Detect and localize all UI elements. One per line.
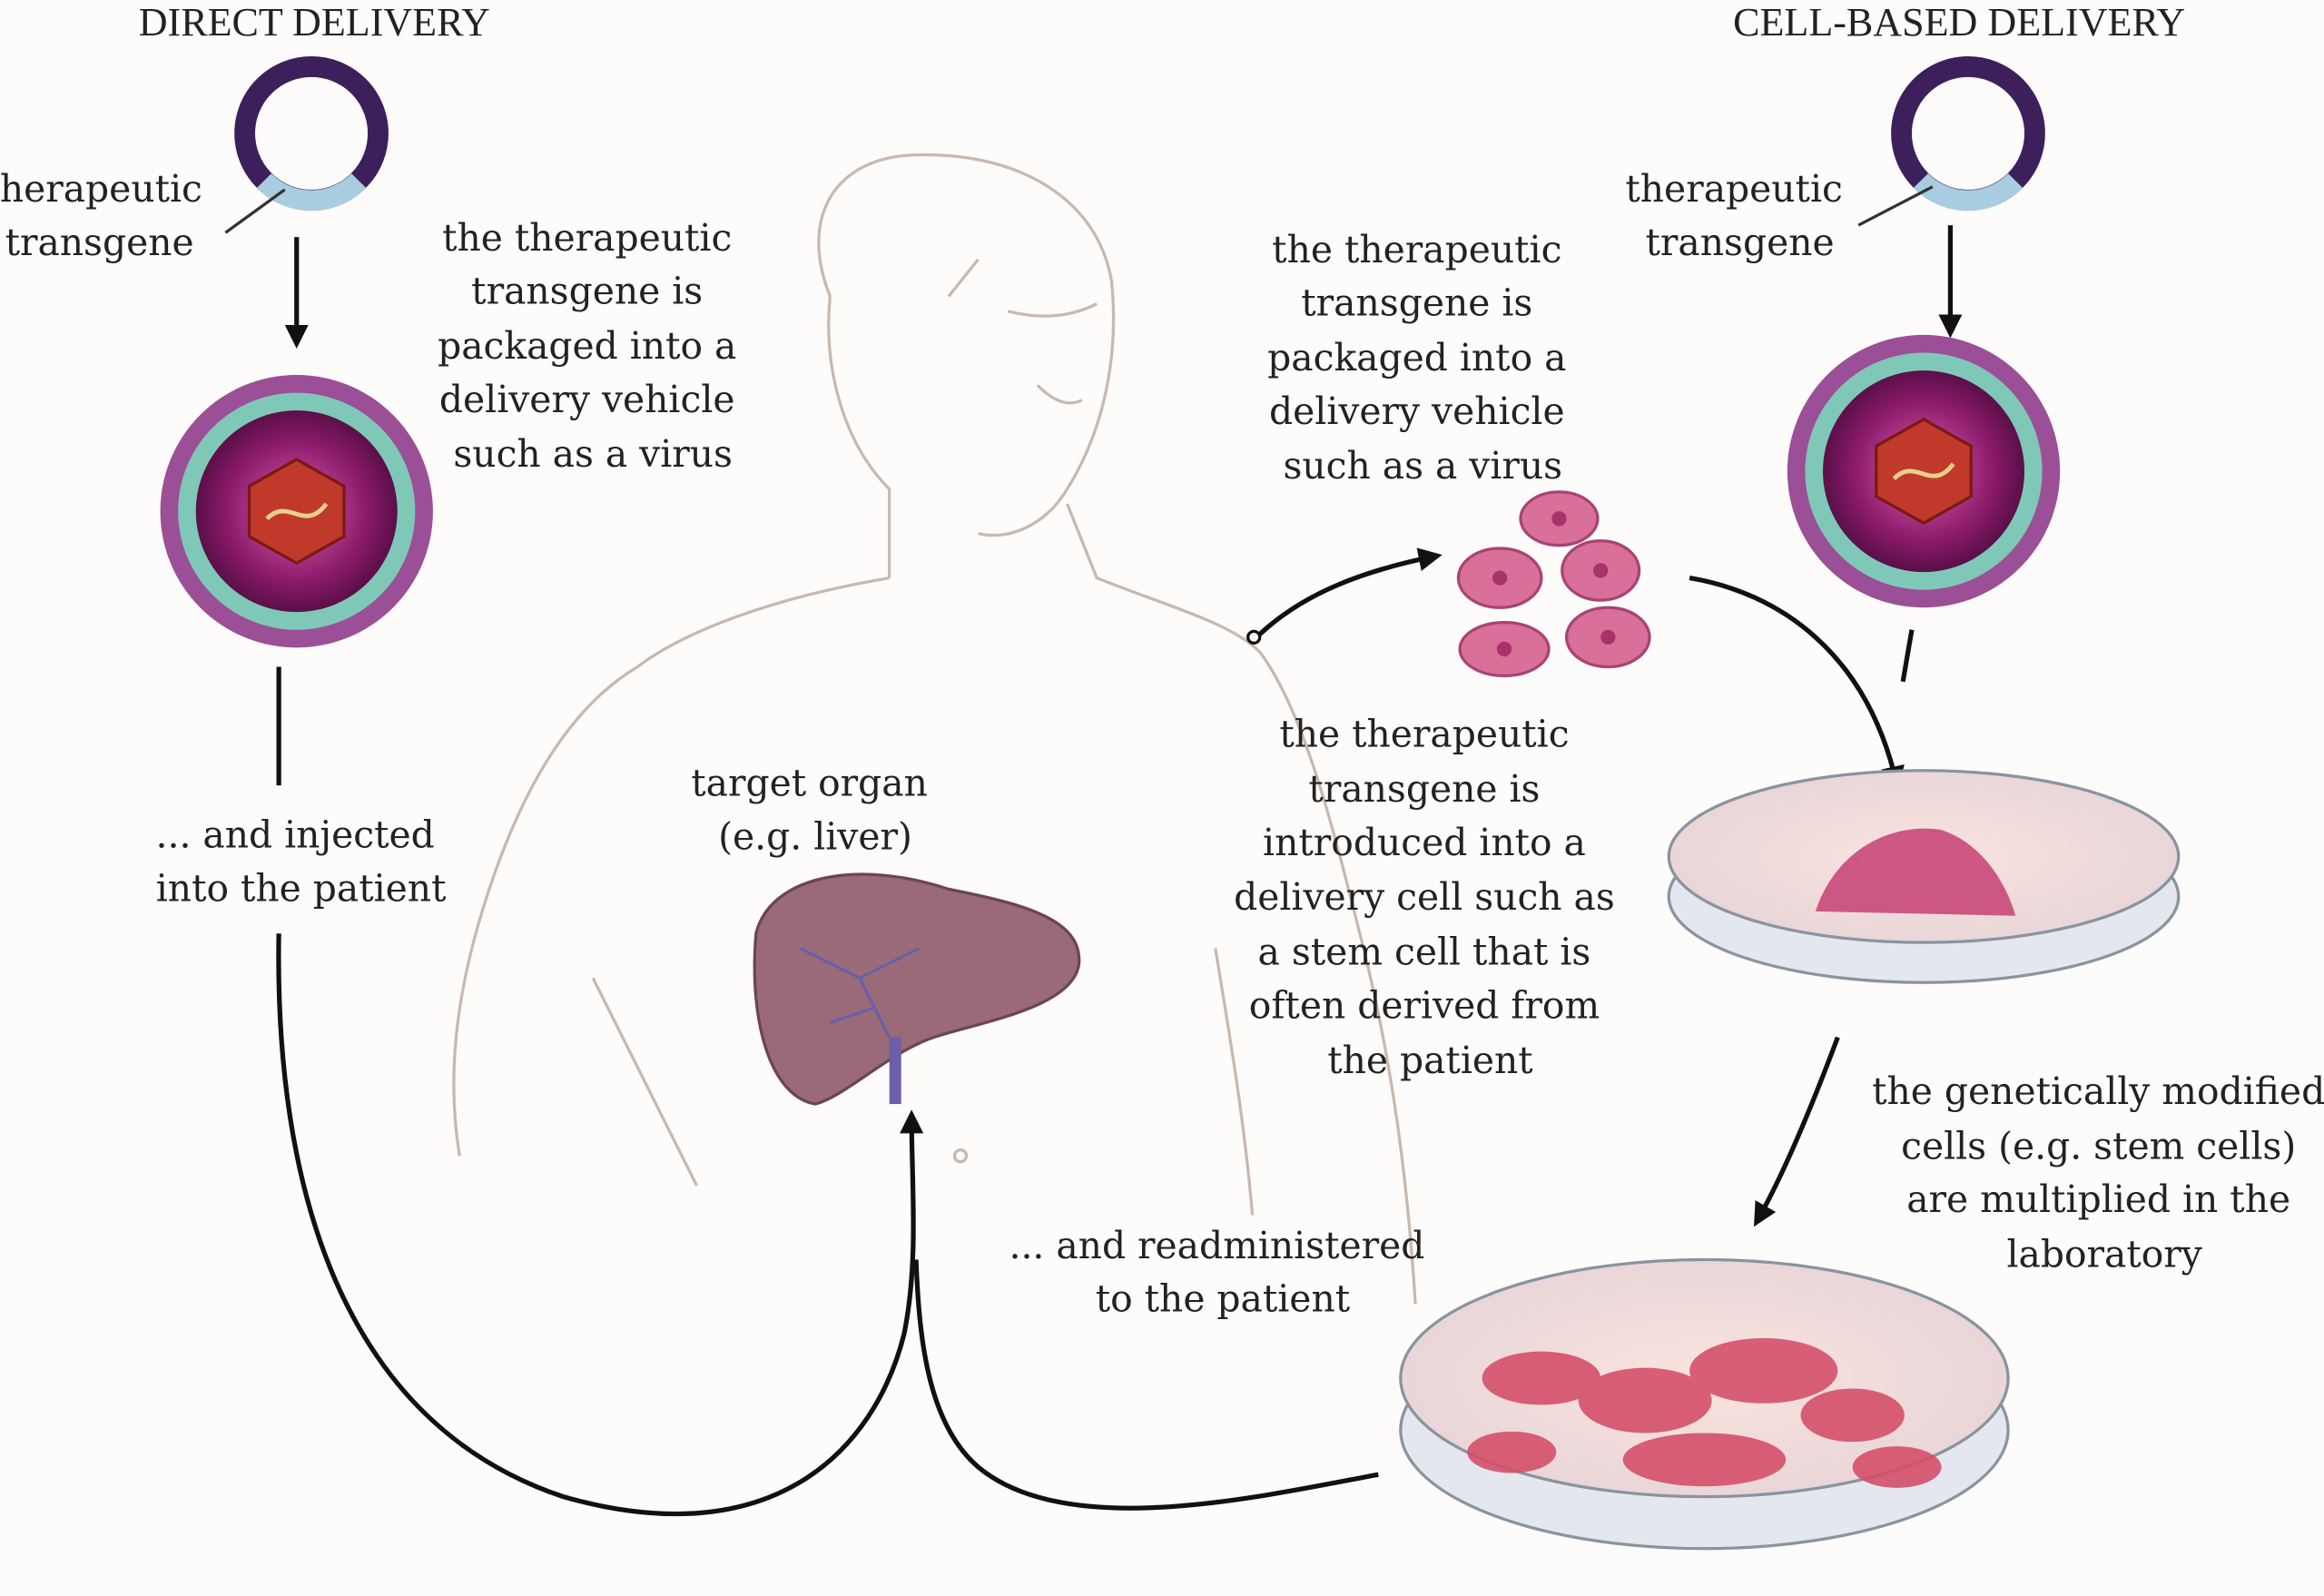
label-injected: ... and injected into the patient — [156, 813, 448, 911]
navel — [952, 1148, 969, 1164]
stem-cells-icon — [1456, 490, 1651, 677]
liver-illustration — [753, 872, 1081, 1106]
transgene-pointer-right — [1857, 185, 1934, 227]
arrow-harvest-cells — [1257, 547, 1443, 636]
label-transgene-left: therapeutic transgene — [0, 167, 214, 264]
arrow-injection-to-liver — [276, 933, 924, 1517]
virus-left-icon — [160, 374, 433, 648]
line-virus-right-down — [1900, 629, 1915, 683]
virus-right-icon — [1787, 334, 2061, 608]
plasmid-right-icon — [1891, 56, 2045, 212]
label-packaged-left: the therapeutic transgene is packaged in… — [438, 216, 748, 476]
petri-dish-multiplied-cells — [1399, 1257, 2010, 1551]
transgene-pointer-left — [224, 188, 286, 234]
header-direct-delivery: DIRECT DELIVERY — [139, 0, 490, 44]
patient-body-illustration — [452, 153, 1417, 1305]
petri-dish-transfected-cells — [1667, 769, 2181, 984]
plasmid-left-icon — [234, 56, 389, 212]
label-transgene-right: therapeutic transgene — [1625, 167, 1854, 264]
header-cell-based-delivery: CELL-BASED DELIVERY — [1733, 0, 2185, 44]
arrow-cells-to-dish — [1689, 576, 1905, 791]
harvest-point — [1246, 629, 1262, 645]
arrow-dish-to-dish — [1753, 1036, 1840, 1227]
label-target-organ: target organ (e.g. liver) — [691, 762, 940, 859]
arrow-readminister — [913, 1259, 1379, 1511]
label-readministered: ... and readministered to the patient — [1009, 1224, 1436, 1321]
label-multiplied: the genetically modified cells (e.g. ste… — [1872, 1069, 2324, 1276]
label-introduced: the therapeutic transgene is introduced … — [1234, 713, 1627, 1082]
label-packaged-right: the therapeutic transgene is packaged in… — [1267, 228, 1578, 488]
